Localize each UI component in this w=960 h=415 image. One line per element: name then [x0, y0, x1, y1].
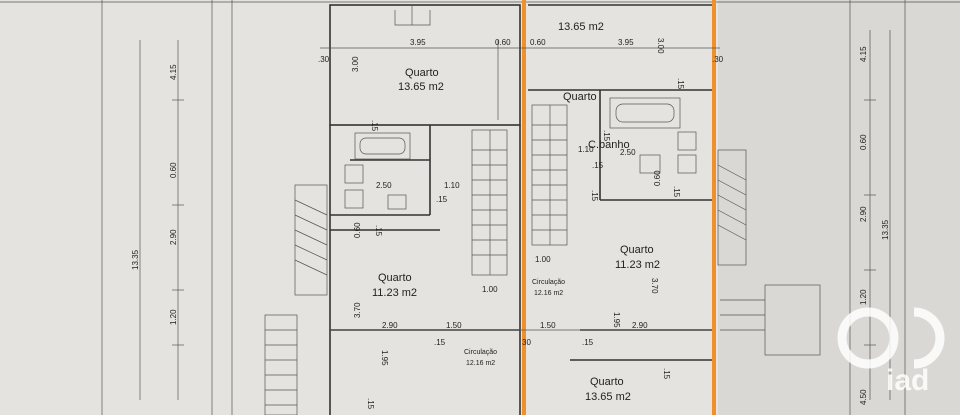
dim-v-450-right: 4.50 — [859, 389, 868, 405]
right-exterior-elements — [717, 149, 821, 356]
right-quarto-top-area: 13.65 m2 — [558, 21, 604, 33]
dim-015-h: .15 — [582, 338, 594, 347]
dim-030-c: 30 — [522, 338, 531, 347]
right-quarto-mid-label: Quarto — [620, 244, 654, 256]
iad-watermark: iad — [837, 307, 945, 397]
dim-250-b: 2.50 — [620, 148, 636, 157]
dim-395-left: 3.95 — [410, 38, 426, 47]
dim-195-a: 1.95 — [380, 350, 389, 366]
dimension-labels: 3.95 0.60 0.60 3.95 3.00 .30 .30 3.00 .1… — [318, 38, 724, 410]
dim-150-b: 1.50 — [540, 321, 556, 330]
dim-300-left: 3.00 — [351, 56, 360, 72]
dim-395-right: 3.95 — [618, 38, 634, 47]
right-banho-label: C.banho — [588, 139, 630, 151]
left-dimension-rails — [139, 40, 184, 400]
right-stairs — [531, 104, 568, 246]
dim-100-a: 1.00 — [482, 285, 498, 294]
dim-060-c: 0.60 — [353, 222, 362, 238]
dim-v-1335-left: 13.35 — [131, 249, 140, 270]
dim-015-b: .15 — [436, 195, 448, 204]
dim-195-b: 1.95 — [612, 312, 621, 328]
dim-290-b: 2.90 — [632, 321, 648, 330]
horizontal-dimension-rails — [320, 47, 720, 331]
dim-110-b: 1.10 — [578, 145, 594, 154]
right-circulacao-area: 12.16 m2 — [534, 290, 563, 297]
left-circulacao-area: 12.16 m2 — [466, 360, 495, 367]
right-unit-walls — [528, 4, 712, 361]
left-circulacao-label: Circulação — [464, 349, 497, 356]
right-margin-shade — [718, 0, 960, 415]
dim-015-i: .15 — [662, 368, 671, 380]
dim-110-a: 1.10 — [444, 181, 460, 190]
dim-370-b: 3.70 — [650, 278, 659, 294]
dim-250-a: 2.50 — [376, 181, 392, 190]
left-quarto-top-label: Quarto — [405, 67, 439, 79]
dim-015-j: .15 — [366, 398, 375, 410]
left-quarto-top-area: 13.65 m2 — [398, 81, 444, 93]
dim-015-g: .15 — [676, 78, 685, 90]
left-quarto-mid-label: Quarto — [378, 272, 412, 284]
right-quarto-bottom-area: 13.65 m2 — [585, 391, 631, 403]
dim-v-290-right: 2.90 — [859, 206, 868, 222]
dim-015-d: .15 — [434, 338, 446, 347]
left-exterior-elements — [264, 184, 328, 415]
dim-v-290-left: 2.90 — [169, 229, 178, 245]
dim-290-a: 2.90 — [382, 321, 398, 330]
room-labels: Quarto 13.65 m2 Quarto 11.23 m2 Circulaç… — [372, 21, 660, 403]
dim-370-a: 3.70 — [353, 302, 362, 318]
dim-150-a: 1.50 — [446, 321, 462, 330]
watermark-text: iad — [886, 364, 929, 397]
dim-030-b: .30 — [712, 55, 724, 64]
dim-060-a: 0.60 — [495, 38, 511, 47]
dim-300-top: 3.00 — [656, 38, 665, 54]
dim-015-e: .15 — [592, 161, 604, 170]
dim-015-c: .15 — [374, 225, 383, 237]
dim-v-120-right: 1.20 — [859, 289, 868, 305]
left-stairs — [471, 129, 508, 276]
dim-060-b: 0.60 — [530, 38, 546, 47]
dim-v-415-left: 4.15 — [169, 64, 178, 80]
highlighted-unit-outline — [522, 0, 716, 415]
right-quarto-top-label: Quarto — [563, 91, 597, 103]
dim-v-060-right: 0.60 — [859, 134, 868, 150]
right-quarto-mid-area: 11.23 m2 — [615, 259, 660, 271]
dim-v-415-right: 4.15 — [859, 46, 868, 62]
dim-100-b: 1.00 — [535, 255, 551, 264]
dim-v-1335-right: 13.35 — [881, 219, 890, 240]
dim-060-d: 0.60 — [653, 170, 662, 186]
side-dimension-labels: 4.15 0.60 2.90 13.35 1.20 4.15 0.60 2.90… — [131, 46, 890, 405]
dim-v-120-left: 1.20 — [169, 309, 178, 325]
dim-015-k: .15 — [672, 186, 681, 198]
right-quarto-bottom-label: Quarto — [590, 376, 624, 388]
watermark-ring-right-icon — [913, 307, 945, 369]
dim-v-060-left: 0.60 — [169, 162, 178, 178]
left-quarto-mid-area: 11.23 m2 — [372, 287, 417, 299]
dim-015-f: .15 — [602, 130, 611, 142]
dim-015-l: .15 — [590, 190, 599, 202]
dim-015-a: .15 — [370, 120, 379, 132]
watermark-ring-left-icon — [837, 307, 899, 369]
dim-030-a: .30 — [318, 55, 330, 64]
right-circulacao-label: Circulação — [532, 279, 565, 286]
